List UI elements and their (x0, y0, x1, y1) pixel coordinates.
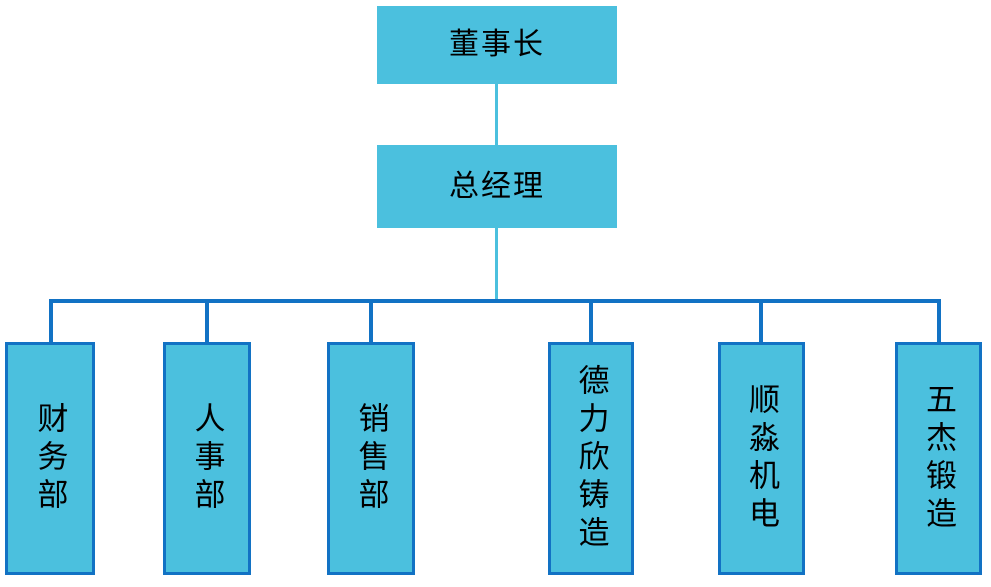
node-general-manager[interactable]: 总经理 (377, 145, 617, 228)
connector-drop-sales (369, 299, 373, 343)
connector-drop-casting (589, 299, 593, 343)
connector-drop-finance (49, 299, 53, 343)
node-finance-dept[interactable]: 财务部 (5, 342, 95, 575)
connector-chairman-to-manager (495, 84, 498, 145)
node-chairman-label: 董事长 (449, 28, 545, 62)
node-sales-dept-label: 销售部 (353, 401, 389, 516)
node-shunmiao-electro[interactable]: 顺淼机电 (718, 342, 805, 575)
connector-drop-forging (937, 299, 941, 343)
connector-horizontal-bus (49, 299, 941, 303)
connector-drop-electro (759, 299, 763, 343)
node-delixin-casting[interactable]: 德力欣铸造 (548, 342, 634, 575)
connector-drop-hr (205, 299, 209, 343)
node-wujie-forging[interactable]: 五杰锻造 (895, 342, 982, 575)
node-delixin-casting-label: 德力欣铸造 (573, 363, 609, 554)
node-shunmiao-electro-label: 顺淼机电 (744, 382, 779, 535)
node-finance-dept-label: 财务部 (32, 401, 68, 516)
node-chairman[interactable]: 董事长 (377, 6, 617, 84)
node-wujie-forging-label: 五杰锻造 (921, 382, 956, 535)
node-hr-dept[interactable]: 人事部 (163, 342, 251, 575)
connector-manager-stem (495, 228, 498, 302)
node-hr-dept-label: 人事部 (189, 401, 225, 516)
node-general-manager-label: 总经理 (449, 169, 545, 203)
node-sales-dept[interactable]: 销售部 (327, 342, 415, 575)
